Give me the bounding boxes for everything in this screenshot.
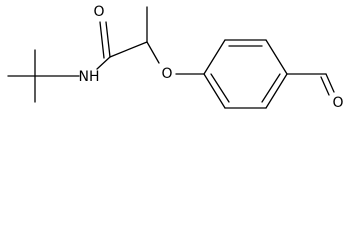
bond-n-to-carbonyl-c: [96, 56, 111, 70]
tert-butyl-group: [7, 49, 80, 103]
amide-n-label: NH: [79, 69, 100, 85]
bond-alpha-c-to-ether-o: [146, 41, 160, 64]
bond-aldehyde-double-1: [325, 73, 335, 93]
ring-bond-1: [203, 39, 226, 75]
ring-bond-4: [265, 73, 288, 109]
ether-o-label: O: [161, 66, 172, 82]
bond-carbonyl-to-alpha-c: [109, 41, 148, 58]
bond-carbonyl-double-1: [105, 21, 111, 58]
aldehyde-o-label: O: [332, 95, 343, 111]
molecule-diagram: NH O O O: [7, 4, 344, 111]
benzene-ring: [203, 39, 288, 109]
ring-bond-6: [203, 73, 226, 109]
structure-canvas: NH O O O: [7, 4, 344, 111]
bond-aldehyde-double-2: [320, 76, 330, 96]
ring-inner-double-left: [210, 73, 230, 103]
ring-inner-double-right: [261, 73, 281, 103]
bond-carbonyl-double-2: [99, 21, 105, 59]
carbonyl-o-label: O: [93, 4, 104, 20]
ring-bond-3: [265, 39, 288, 75]
